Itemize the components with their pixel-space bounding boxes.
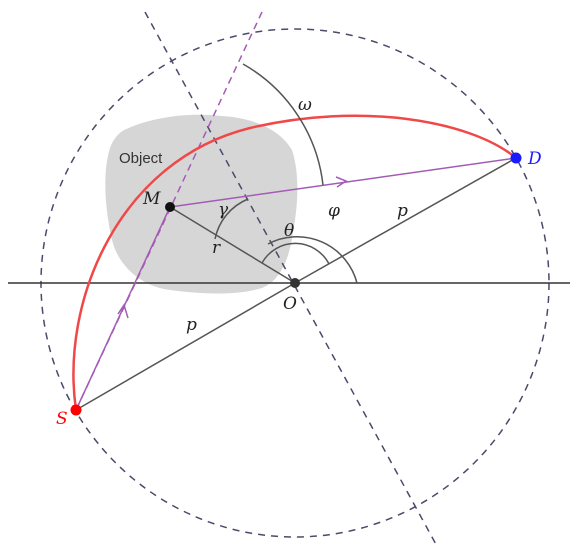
- beam-s-m: [75, 206, 171, 411]
- label-p-upper: p: [397, 201, 408, 221]
- object-shape: [105, 114, 298, 294]
- phi-arc: [267, 236, 358, 284]
- point-o: [290, 278, 300, 288]
- segment-o-d: [294, 157, 517, 284]
- label-omega: ω: [298, 95, 312, 115]
- label-object: Object: [119, 150, 163, 167]
- point-m: [165, 202, 175, 212]
- segment-s-o: [75, 282, 296, 411]
- arrowhead-beam-sm: [117, 303, 129, 319]
- gamma-arc: [214, 198, 249, 240]
- arrowhead-beam-md: [335, 176, 348, 188]
- label-phi: φ: [328, 201, 340, 221]
- segment-m-o: [169, 206, 296, 284]
- point-d: [510, 152, 522, 164]
- label-m: M: [142, 189, 161, 209]
- label-r: r: [212, 238, 221, 258]
- label-gamma: γ: [218, 200, 229, 220]
- omega-arc: [242, 63, 324, 186]
- point-s: [70, 404, 82, 416]
- label-p-lower: p: [186, 315, 197, 335]
- theta-arc: [261, 242, 330, 265]
- red-arc: [72, 114, 517, 411]
- label-s: S: [56, 409, 68, 429]
- label-d: D: [527, 149, 542, 169]
- label-o: O: [283, 294, 297, 314]
- label-theta: θ: [284, 221, 294, 241]
